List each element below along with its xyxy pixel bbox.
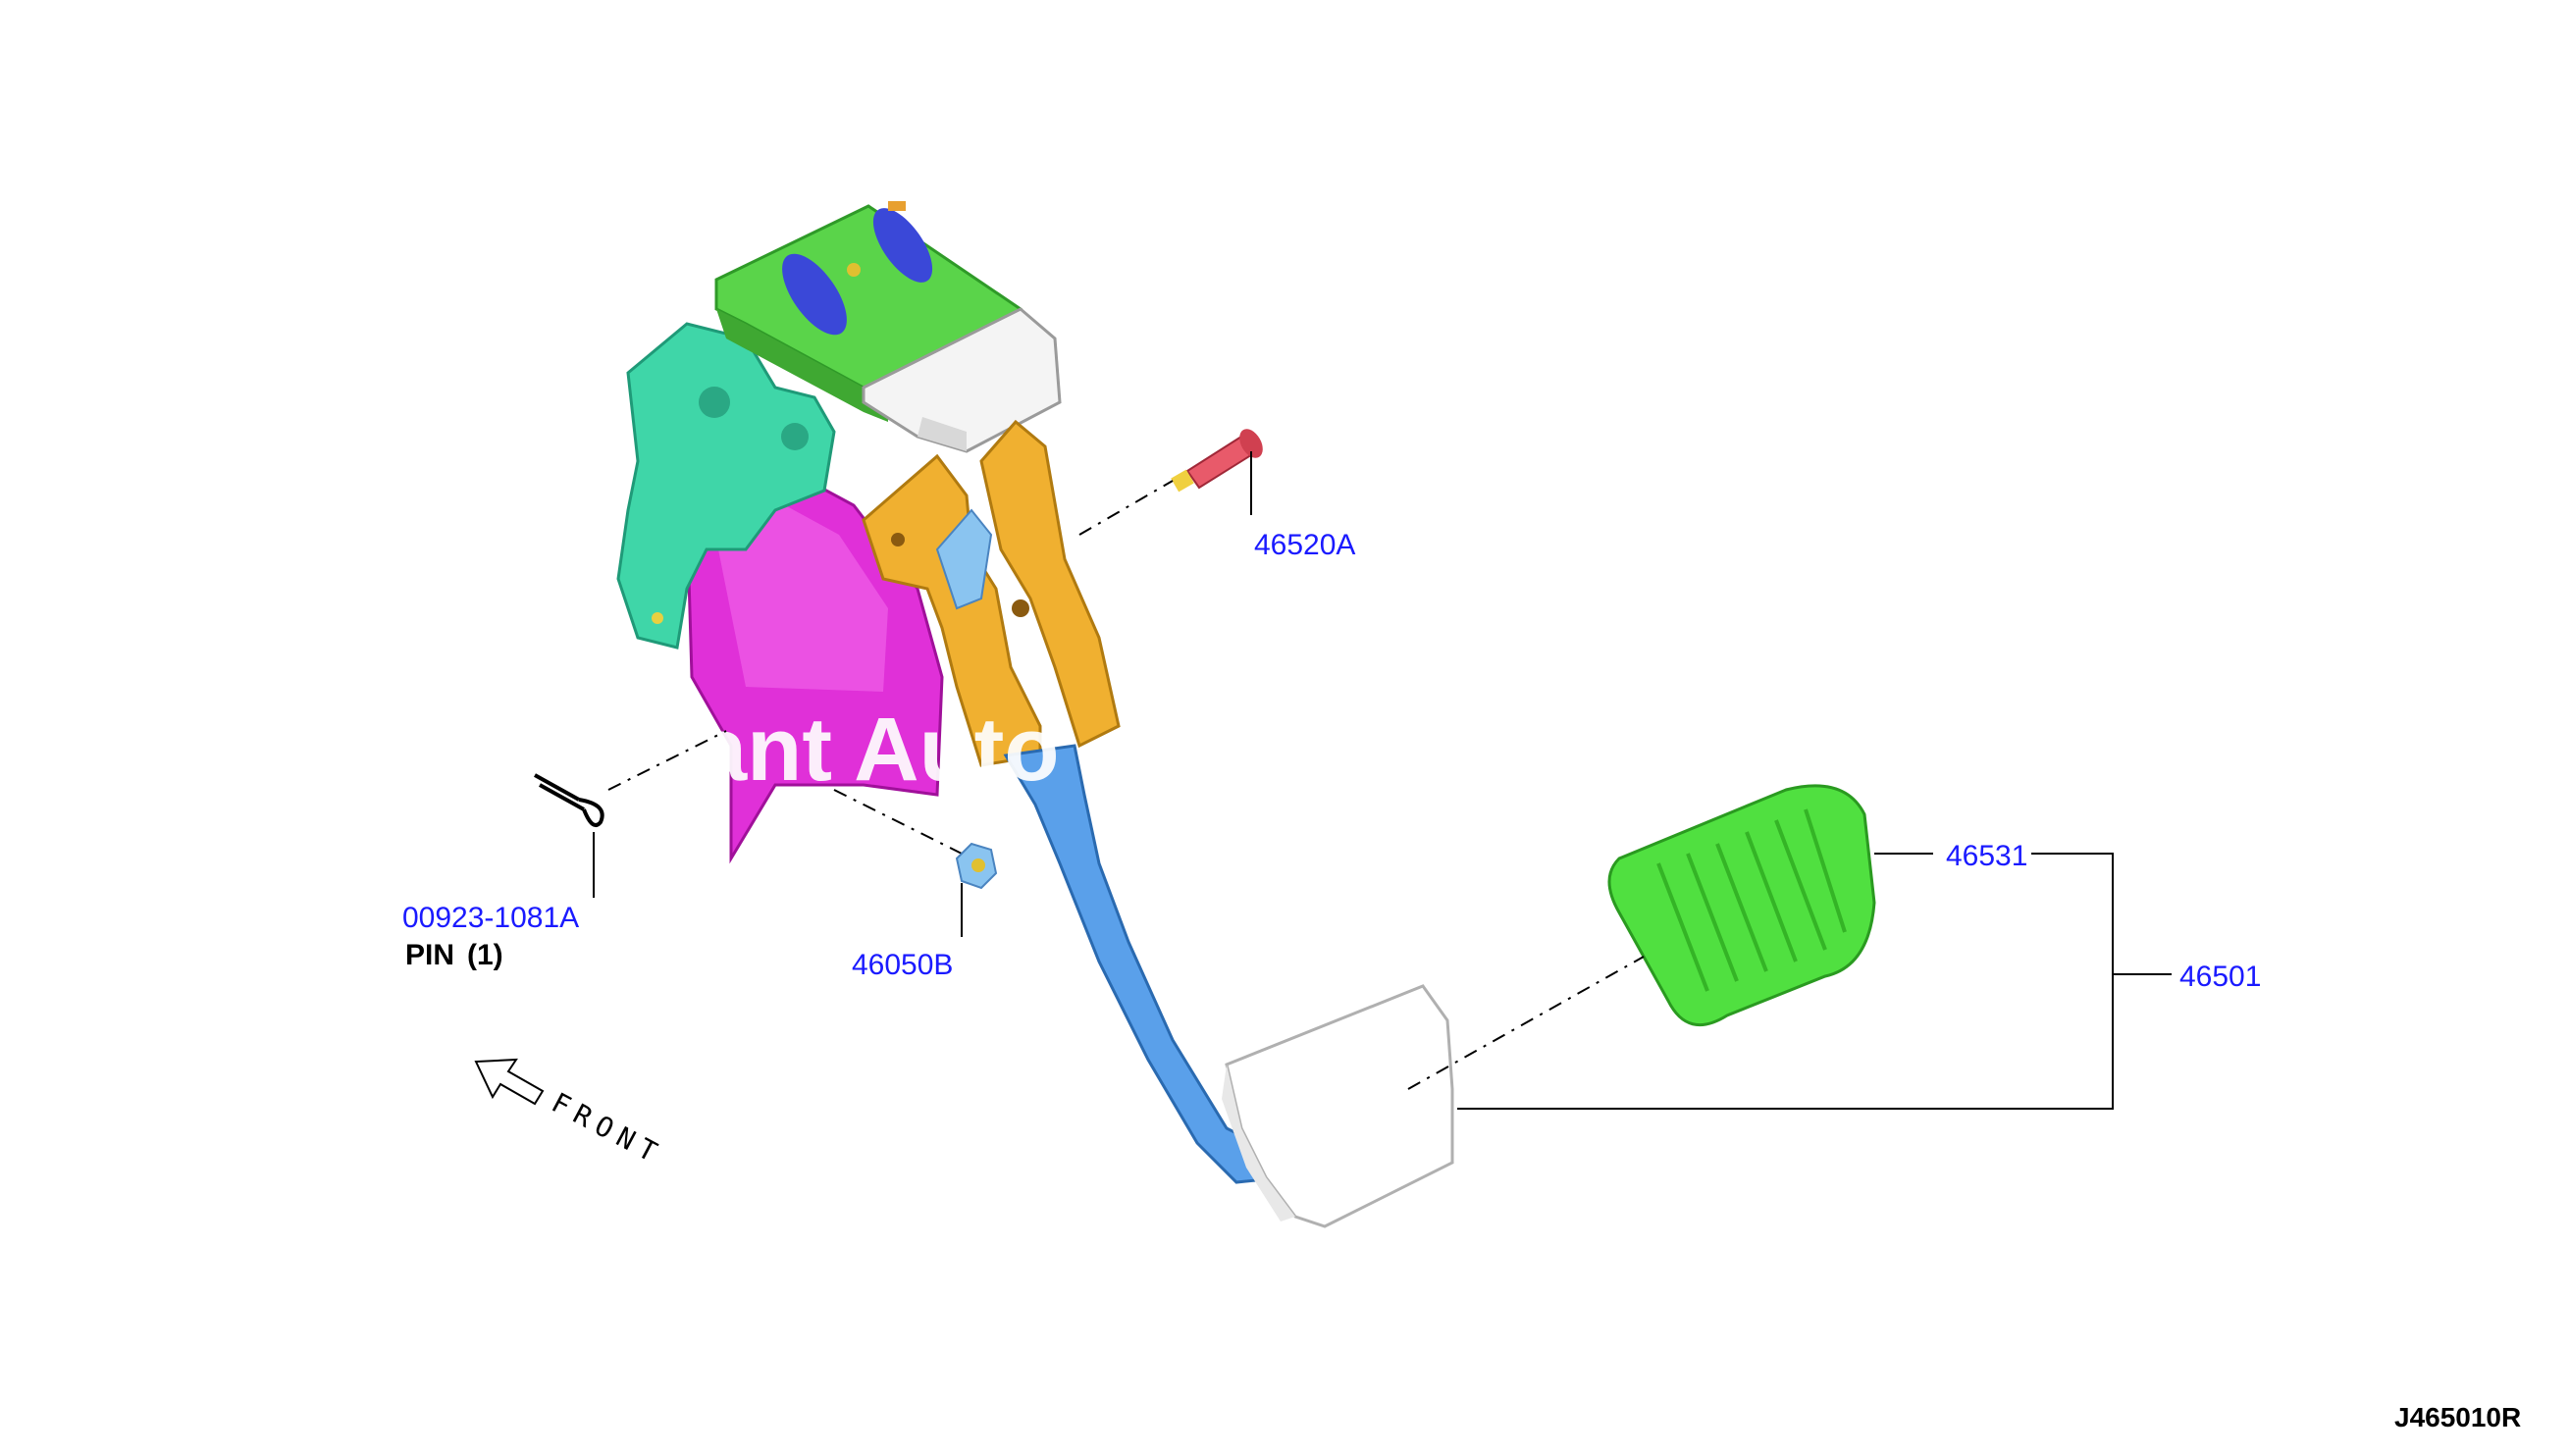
callout-46050B: 46050B: [852, 949, 953, 981]
diagram-code: J465010R: [2394, 1402, 2521, 1432]
callout-00923-1081A: 00923-1081A: [402, 902, 579, 934]
watermark-text: ant Auto: [697, 700, 1060, 800]
pin-name-label: PIN: [405, 939, 454, 971]
callout-46520A: 46520A: [1254, 529, 1355, 561]
front-arrow-icon: [474, 1058, 545, 1106]
pedal-bolt-part: [1171, 429, 1263, 493]
stopper-nut-part: [955, 842, 998, 890]
leader-46531-bracket: [1457, 853, 2114, 1110]
cotter-pin-part: [534, 773, 604, 827]
pedal-pad-part: [1607, 784, 1876, 1027]
bolt-axis-line: [1078, 480, 1174, 536]
front-direction-indicator: FRONT: [474, 1058, 669, 1172]
pad-axis-line: [1407, 956, 1645, 1090]
pedal-bracket-assembly: [616, 201, 1454, 1228]
pin-qty-label: (1): [467, 939, 503, 971]
front-label: FRONT: [547, 1086, 669, 1171]
pin-axis-line: [607, 730, 727, 791]
callout-46531: 46531: [1946, 840, 2027, 872]
callout-46501: 46501: [2179, 961, 2261, 993]
nut-axis-line: [833, 789, 963, 855]
